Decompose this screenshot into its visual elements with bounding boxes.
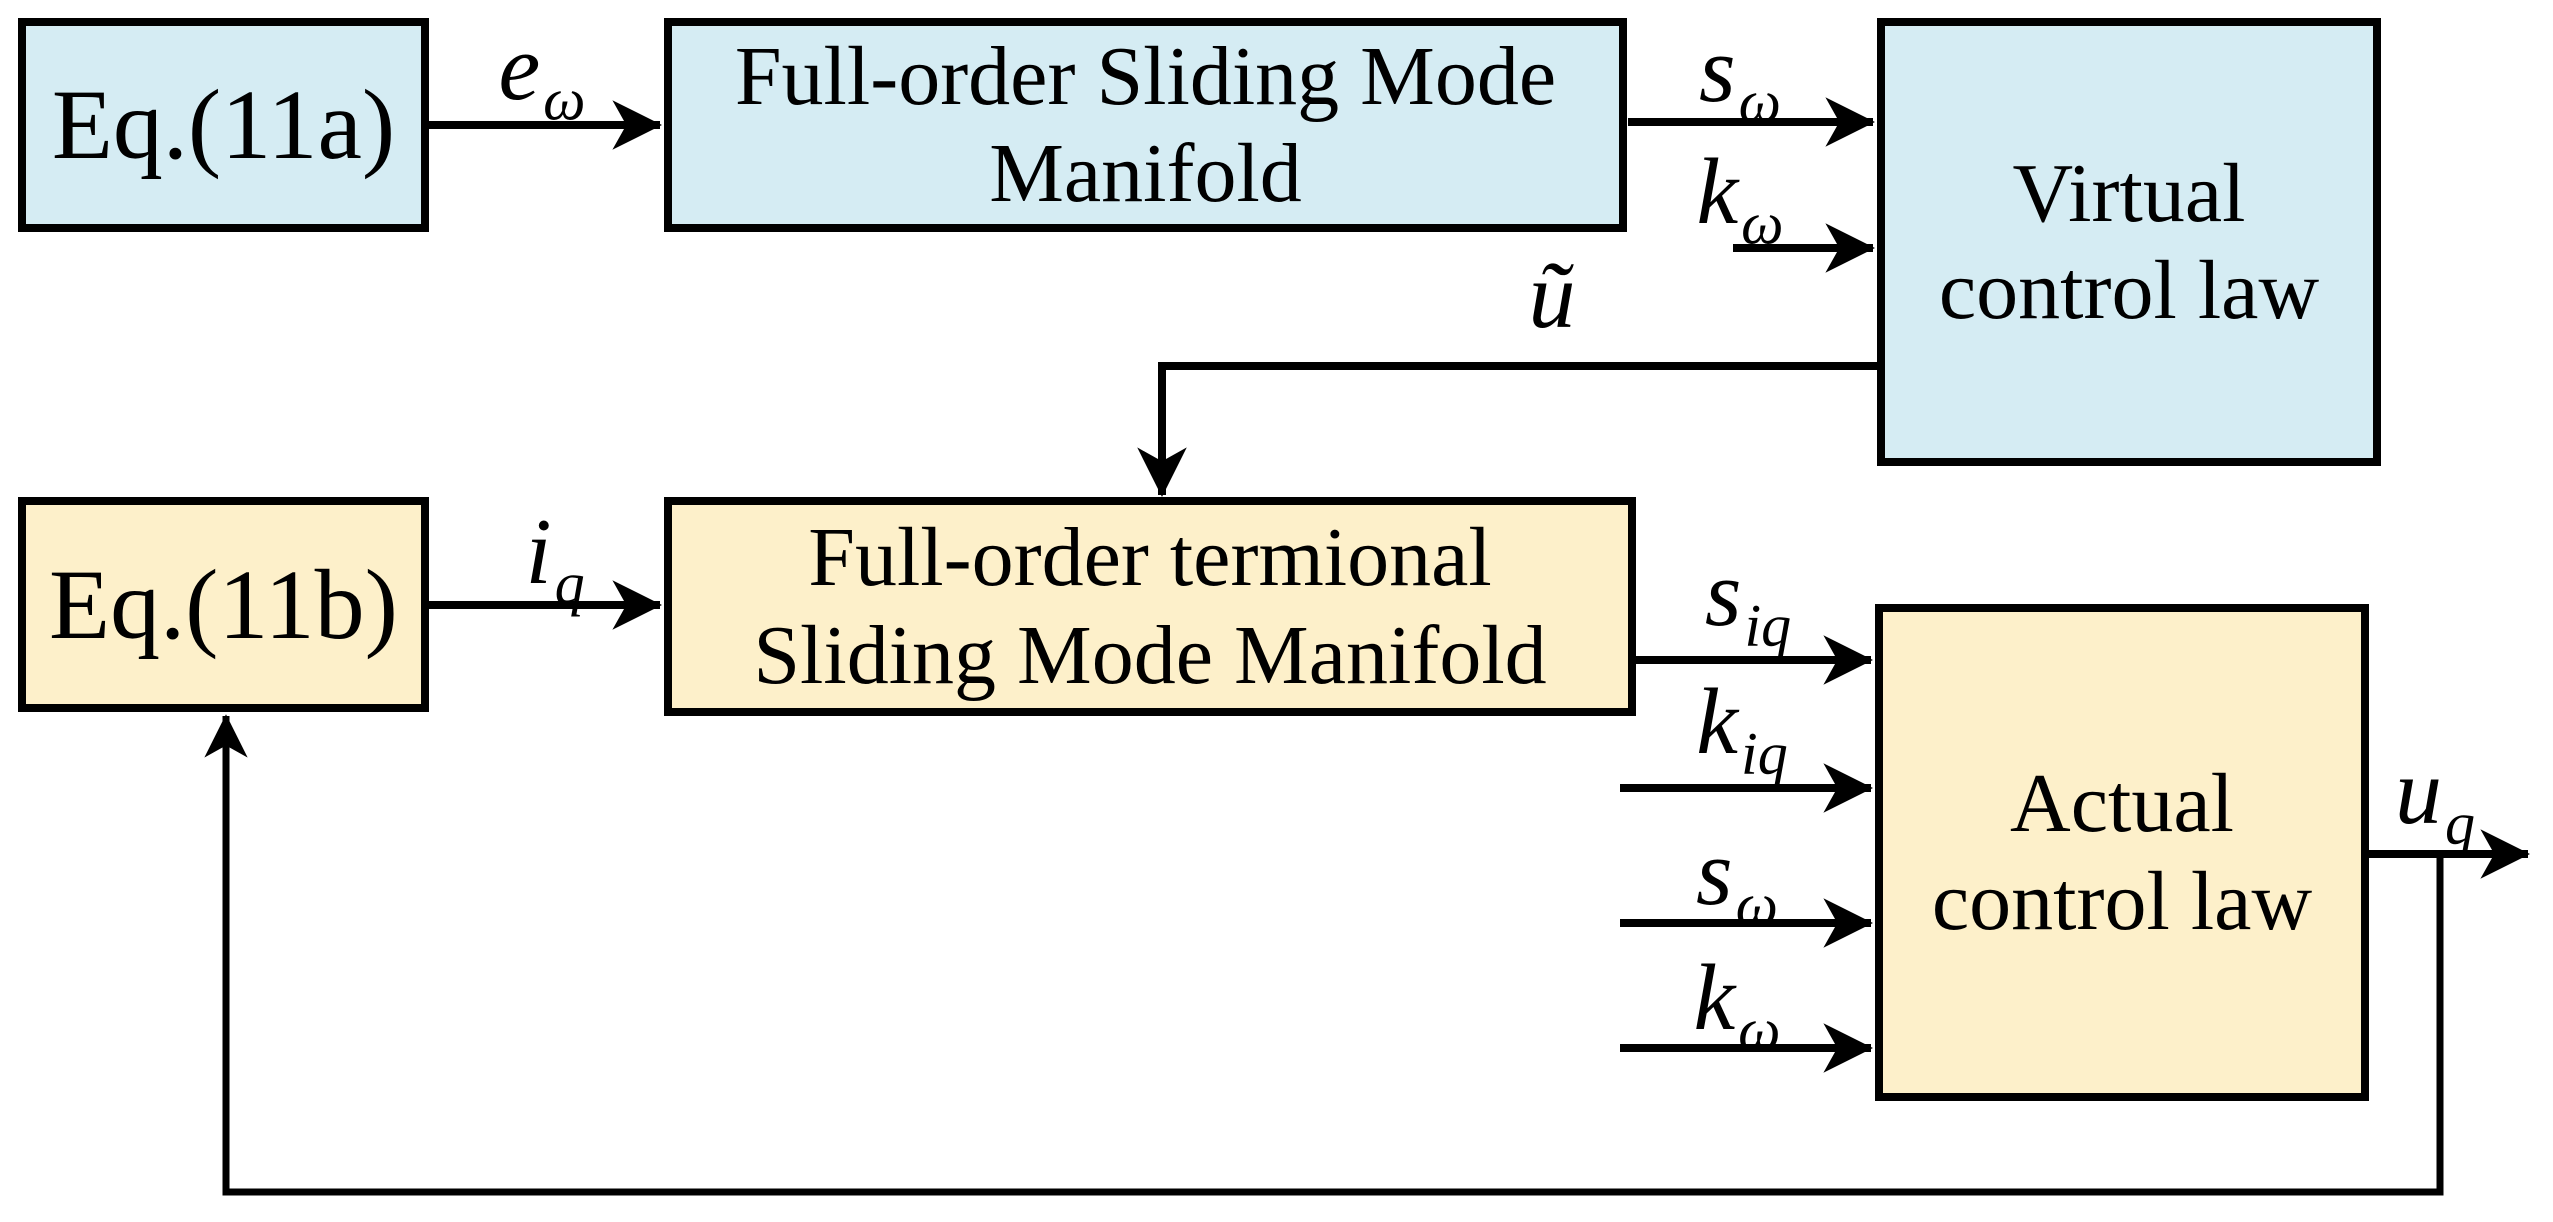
u-tilde-main: ũ bbox=[1528, 244, 1576, 348]
sliding-manifold-box bbox=[664, 18, 1627, 232]
feedback-loop-arrow bbox=[204, 714, 2444, 1196]
virtual-law-line2: control law bbox=[1938, 244, 2320, 337]
eq11a-label: Eq.(11a) bbox=[22, 22, 425, 228]
u-tilde-arrow bbox=[1137, 362, 1881, 497]
eq11b-box bbox=[18, 497, 429, 712]
s-omega-bottom-sub: ω bbox=[1735, 871, 1778, 938]
k-omega-top-label: kω bbox=[1696, 138, 1783, 256]
s-omega-bottom-main: s bbox=[1696, 821, 1733, 925]
actual-control-law-box bbox=[1875, 604, 2369, 1101]
e-omega-sub: ω bbox=[543, 66, 586, 133]
i-q-main: i bbox=[525, 500, 552, 604]
virtual-law-line1: Virtual bbox=[2012, 146, 2246, 240]
actual-law-line1: Actual bbox=[2010, 757, 2234, 851]
k-iq-label: kiq bbox=[1696, 668, 1787, 786]
virtual-control-law-box bbox=[1877, 18, 2381, 466]
k-omega-bottom-label: kω bbox=[1693, 944, 1780, 1062]
terminal-manifold-line1: Full-order termional bbox=[808, 511, 1492, 605]
s-iq-sub: iq bbox=[1744, 592, 1792, 659]
sliding-manifold-label: Full-order Sliding Mode Manifold bbox=[668, 22, 1623, 228]
eq11a-label-text: Eq.(11a) bbox=[51, 69, 396, 180]
s-iq-label: siq bbox=[1704, 540, 1791, 658]
u-q-label: uq bbox=[2395, 738, 2475, 856]
e-omega-main: e bbox=[498, 16, 541, 120]
s-iq-main: s bbox=[1704, 542, 1742, 646]
sliding-manifold-line1: Full-order Sliding Mode bbox=[734, 29, 1557, 123]
eq11a-box bbox=[18, 18, 429, 232]
s-omega-top-main: s bbox=[1699, 18, 1736, 122]
u-q-main: u bbox=[2395, 740, 2442, 844]
k-iq-sub: iq bbox=[1741, 720, 1788, 787]
k-omega-top-sub: ω bbox=[1741, 190, 1784, 257]
s-omega-top-label: sω bbox=[1699, 16, 1781, 134]
k-omega-bottom-sub: ω bbox=[1738, 996, 1781, 1063]
k-omega-top-main: k bbox=[1696, 140, 1739, 244]
u-q-sub: q bbox=[2445, 790, 2475, 857]
i-q-sub: q bbox=[554, 550, 585, 617]
eq11b-label: Eq.(11b) bbox=[22, 501, 425, 708]
terminal-manifold-label: Full-order termional Sliding Mode Manifo… bbox=[668, 501, 1632, 712]
e-omega-label: eω bbox=[498, 14, 585, 132]
eq11b-label-text: Eq.(11b) bbox=[49, 548, 398, 660]
terminal-manifold-box bbox=[664, 497, 1636, 716]
u-tilde-label: ũ bbox=[1529, 242, 1576, 350]
i-q-label: iq bbox=[525, 498, 584, 616]
sliding-manifold-line2: Manifold bbox=[989, 127, 1302, 220]
virtual-control-law-label: Virtual control law bbox=[1881, 22, 2377, 462]
k-omega-bottom-main: k bbox=[1693, 946, 1736, 1050]
s-omega-top-sub: ω bbox=[1738, 68, 1781, 135]
actual-control-law-label: Actual control law bbox=[1879, 608, 2365, 1097]
terminal-manifold-line2: Sliding Mode Manifold bbox=[753, 608, 1547, 702]
k-iq-main: k bbox=[1696, 670, 1739, 774]
actual-law-line2: control law bbox=[1931, 854, 2313, 948]
s-omega-bottom-label: sω bbox=[1696, 819, 1778, 937]
